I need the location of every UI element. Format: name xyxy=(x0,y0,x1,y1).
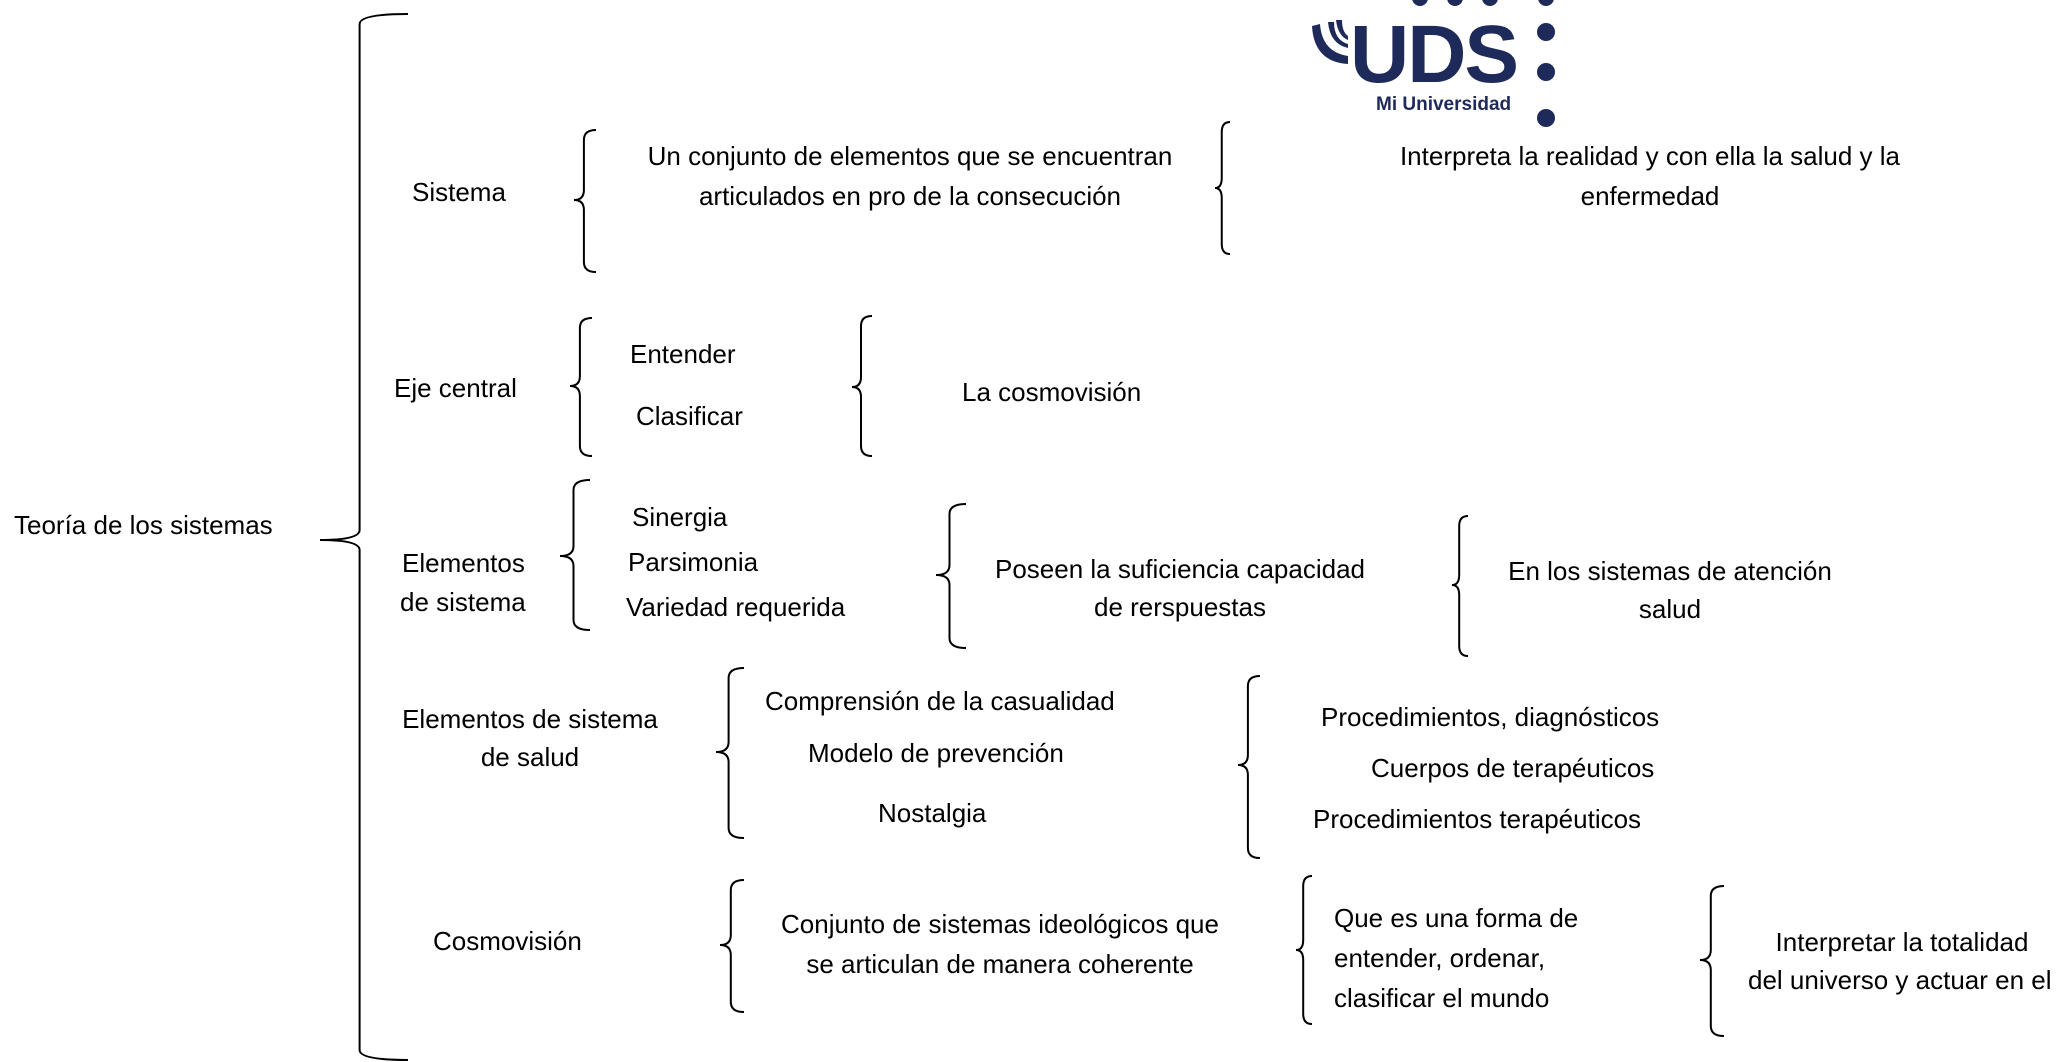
sistema-definition-line-1: Un conjunto de elementos que se encuentr… xyxy=(647,141,1173,171)
brace-elementos xyxy=(559,479,591,631)
sistema-definition-line-2: articulados en pro de la consecución xyxy=(698,181,1122,211)
cosmovision-label: Cosmovisión xyxy=(433,926,582,956)
cosmovision-form-line-2: entender, ordenar, xyxy=(1334,943,1546,973)
brace-elementos-capacity xyxy=(935,503,967,649)
elementos-label-line-2: de sistema xyxy=(400,587,526,617)
cosmovision-form-line-1: Que es una forma de xyxy=(1334,903,1579,933)
sistema-interpretation-line-2: enfermedad xyxy=(1580,181,1720,211)
elementos-item-sinergia: Sinergia xyxy=(632,502,728,532)
brace-cosmovision-purpose xyxy=(1699,885,1725,1037)
brace-salud xyxy=(715,667,745,839)
elementos-item-parsimonia: Parsimonia xyxy=(628,547,759,577)
brace-salud-procedures xyxy=(1237,675,1261,859)
eje-item-clasificar: Clasificar xyxy=(636,401,743,431)
logo-dot xyxy=(1537,23,1555,41)
logo-wordmark: UDS xyxy=(1350,9,1517,100)
salud-item-prevencion: Modelo de prevención xyxy=(808,738,1064,768)
elementos-context-line-2: salud xyxy=(1638,594,1702,624)
elementos-capacity-line-2: de rerspuestas xyxy=(1094,592,1266,622)
salud-label-line-1: Elementos de sistema xyxy=(402,704,658,734)
brace-eje xyxy=(569,317,593,457)
cosmovision-purpose-line-1: Interpretar la totalidad xyxy=(1775,927,2029,957)
cosmovision-form-line-3: clasificar el mundo xyxy=(1334,983,1550,1013)
elementos-item-variedad: Variedad requerida xyxy=(626,592,846,622)
uds-logo: UDS Mi Universidad xyxy=(1300,0,1590,130)
brace-eje-result xyxy=(851,315,873,457)
salud-item-nostalgia: Nostalgia xyxy=(878,798,987,828)
logo-wing xyxy=(1312,24,1348,64)
eje-result: La cosmovisión xyxy=(962,377,1142,407)
elementos-label-line-1: Elementos xyxy=(402,548,525,578)
salud-procedure-diagnosticos: Procedimientos, diagnósticos xyxy=(1321,702,1660,732)
logo-mark: UDS Mi Universidad xyxy=(1312,0,1555,127)
brace-elementos-context xyxy=(1451,515,1469,657)
cosmovision-definition-line-2: se articulan de manera coherente xyxy=(806,949,1194,979)
elementos-capacity-line-1: Poseen la suficiencia capacidad xyxy=(994,554,1366,584)
salud-procedure-cuerpos: Cuerpos de terapéuticos xyxy=(1371,753,1655,783)
cosmovision-definition-line-1: Conjunto de sistemas ideológicos que xyxy=(781,909,1219,939)
salud-item-casualidad: Comprensión de la casualidad xyxy=(765,686,1115,716)
sistema-interpretation-line-1: Interpreta la realidad y con ella la sal… xyxy=(1399,141,1901,171)
eje-item-entender: Entender xyxy=(630,339,736,369)
brace-cosmovision-definition xyxy=(719,879,745,1013)
brace-cosmovision-form xyxy=(1295,875,1313,1025)
root-label: Teoría de los sistemas xyxy=(14,510,273,540)
sistema-label: Sistema xyxy=(412,177,506,207)
salud-label-line-2: de salud xyxy=(480,742,580,772)
logo-tagline: Mi Universidad xyxy=(1376,94,1511,115)
salud-procedure-terapeuticos: Procedimientos terapéuticos xyxy=(1313,804,1642,834)
cosmovision-purpose-line-2: del universo y actuar en el xyxy=(1748,965,2052,995)
brace-root xyxy=(319,13,409,1061)
brace-sistema-interpretation xyxy=(1214,121,1231,255)
eje-label: Eje central xyxy=(394,373,517,403)
elementos-context-line-1: En los sistemas de atención xyxy=(1508,556,1832,586)
brace-sistema xyxy=(573,129,597,273)
